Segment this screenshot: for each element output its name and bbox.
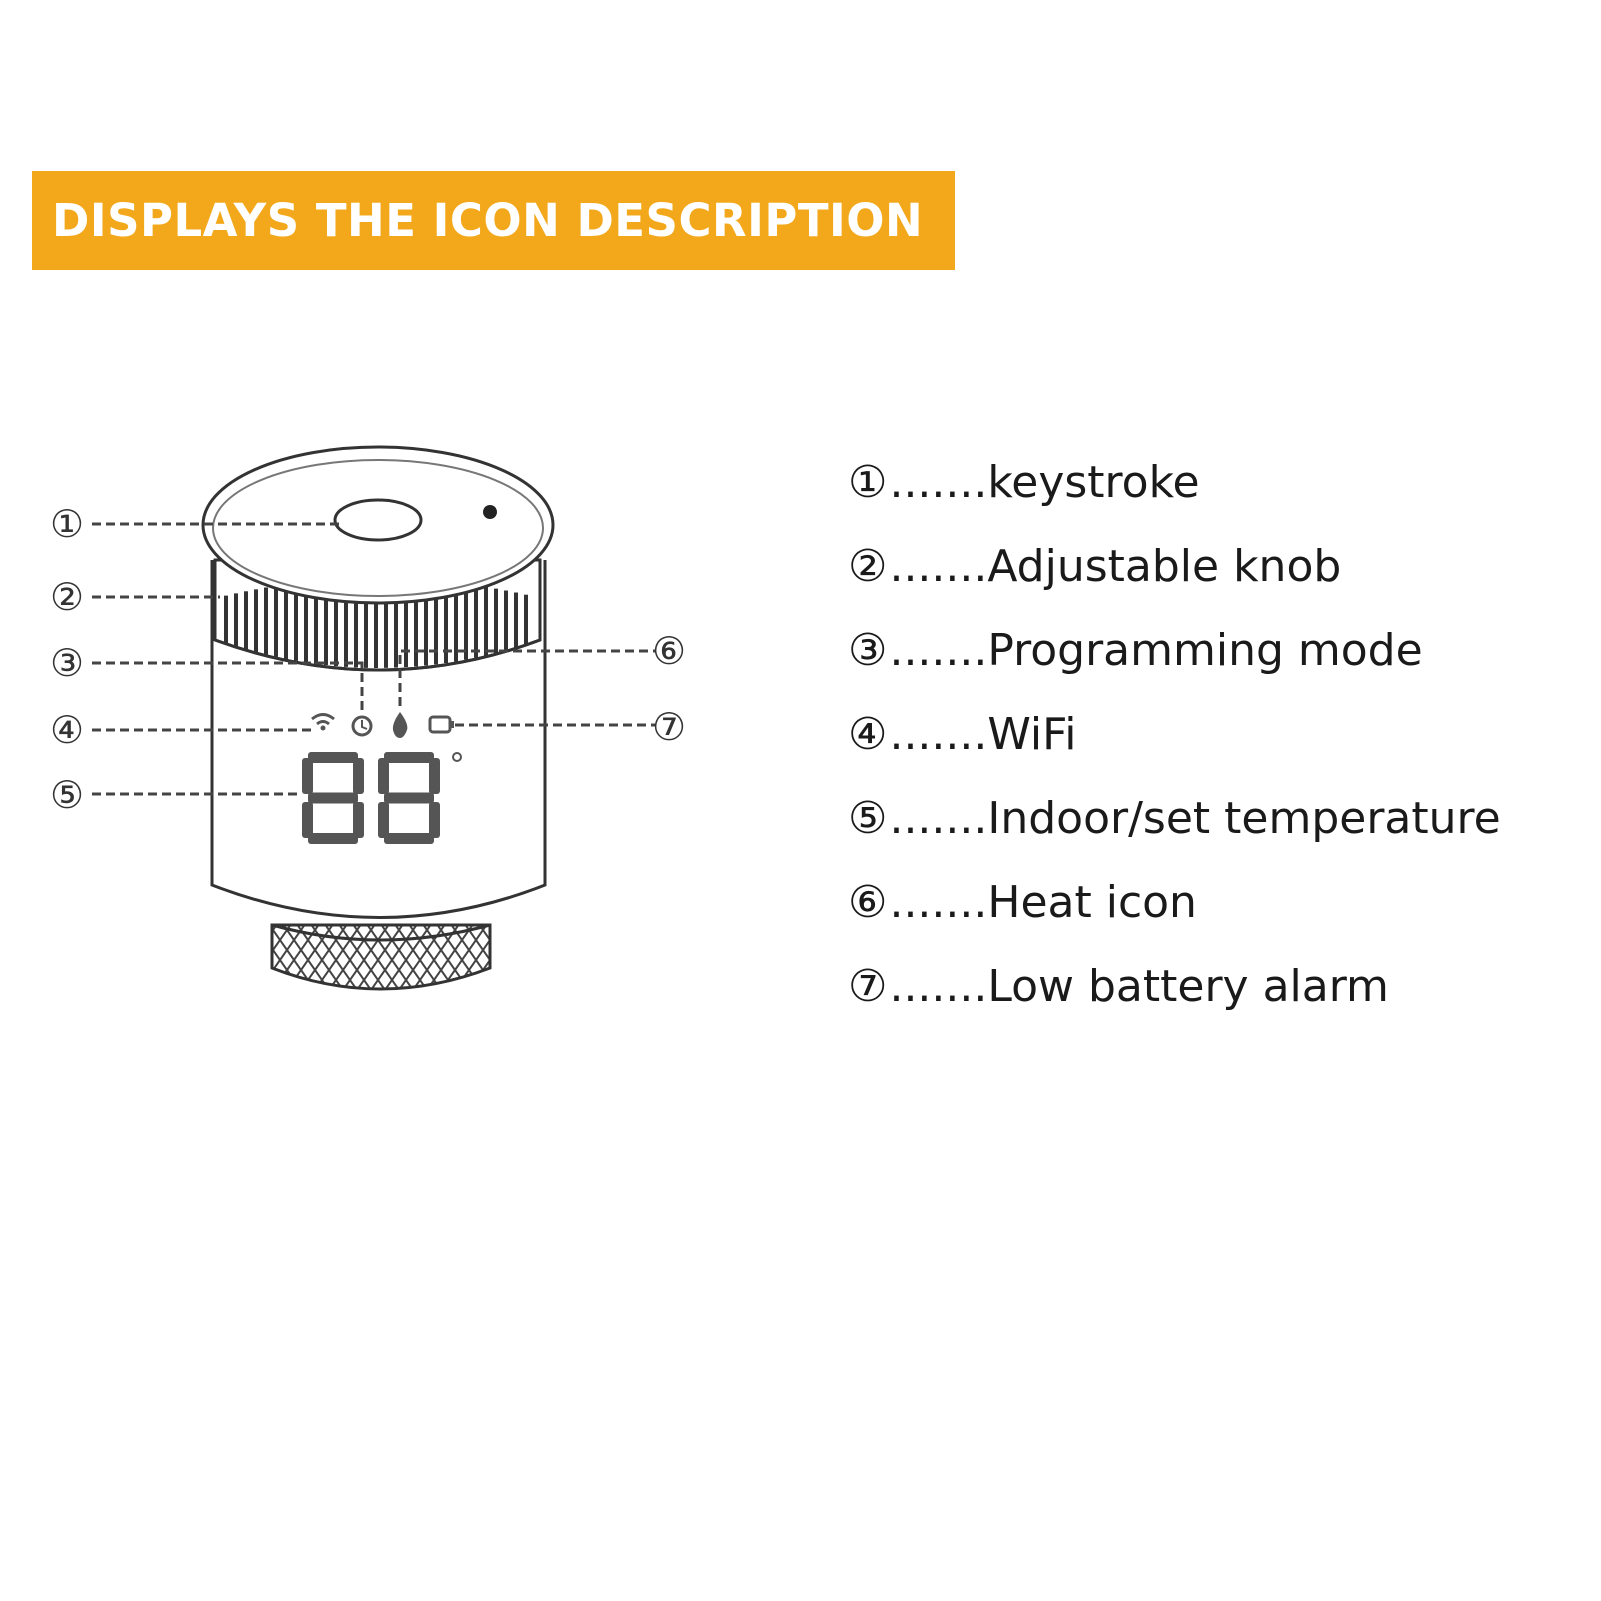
legend-number: ④ <box>848 708 888 760</box>
degree-icon <box>452 752 462 762</box>
display-segment <box>353 802 364 838</box>
legend-item: ④.......WiFi <box>848 692 1501 776</box>
banner-title: DISPLAYS THE ICON DESCRIPTION <box>52 194 924 247</box>
top-cap <box>201 445 555 605</box>
legend-label: Programming mode <box>987 624 1423 676</box>
legend-label: Adjustable knob <box>987 540 1342 592</box>
legend-label: Low battery alarm <box>987 960 1389 1012</box>
programming-mode-icon <box>351 715 373 737</box>
callout-3: ③ <box>50 641 84 685</box>
callout-6: ⑥ <box>652 629 686 673</box>
legend-dots: ....... <box>889 708 988 760</box>
wifi-icon <box>311 713 335 731</box>
display-segment <box>384 752 434 763</box>
display-segment <box>384 833 434 844</box>
legend-dots: ....... <box>889 624 988 676</box>
display-segment <box>353 758 364 794</box>
base-ring <box>270 923 492 991</box>
display-segment <box>378 802 389 838</box>
legend-item: ⑤.......Indoor/set temperature <box>848 776 1501 860</box>
display-segment <box>429 758 440 794</box>
legend-label: WiFi <box>987 708 1077 760</box>
legend-item: ②.......Adjustable knob <box>848 524 1501 608</box>
display-segment <box>308 833 358 844</box>
display-segment <box>429 802 440 838</box>
legend-item: ⑥.......Heat icon <box>848 860 1501 944</box>
heat-icon <box>392 712 408 738</box>
legend-label: keystroke <box>987 456 1200 508</box>
indicator-dot <box>483 505 497 519</box>
legend-number: ② <box>848 540 888 592</box>
legend-number: ⑤ <box>848 792 888 844</box>
legend-label: Indoor/set temperature <box>987 792 1501 844</box>
icon-legend: ①.......keystroke ②.......Adjustable kno… <box>848 440 1501 1028</box>
battery-icon <box>428 715 454 734</box>
temperature-display: 88 <box>302 752 462 844</box>
display-segment <box>308 752 358 763</box>
legend-dots: ....... <box>889 540 988 592</box>
legend-number: ⑦ <box>848 960 888 1012</box>
legend-number: ⑥ <box>848 876 888 928</box>
callout-4: ④ <box>50 708 84 752</box>
legend-number: ③ <box>848 624 888 676</box>
legend-item: ⑦.......Low battery alarm <box>848 944 1501 1028</box>
legend-dots: ....... <box>889 792 988 844</box>
legend-item: ③.......Programming mode <box>848 608 1501 692</box>
legend-number: ① <box>848 456 888 508</box>
legend-dots: ....... <box>889 960 988 1012</box>
callout-2: ② <box>50 575 84 619</box>
callout-7: ⑦ <box>652 705 686 749</box>
keystroke-button <box>333 498 423 542</box>
display-segment <box>378 758 389 794</box>
thermostat-diagram: 88 ① ② ③ ④ ⑤ ⑥ ⑦ <box>50 445 686 991</box>
callout-5: ⑤ <box>50 773 84 817</box>
display-segment <box>308 792 358 804</box>
callout-1: ① <box>50 502 84 546</box>
legend-dots: ....... <box>889 456 988 508</box>
display-segment <box>302 802 313 838</box>
legend-label: Heat icon <box>987 876 1197 928</box>
legend-dots: ....... <box>889 876 988 928</box>
callout-lines <box>92 522 655 796</box>
legend-item: ①.......keystroke <box>848 440 1501 524</box>
title-banner: DISPLAYS THE ICON DESCRIPTION <box>32 171 955 270</box>
display-segment <box>384 792 434 804</box>
display-segment <box>302 758 313 794</box>
